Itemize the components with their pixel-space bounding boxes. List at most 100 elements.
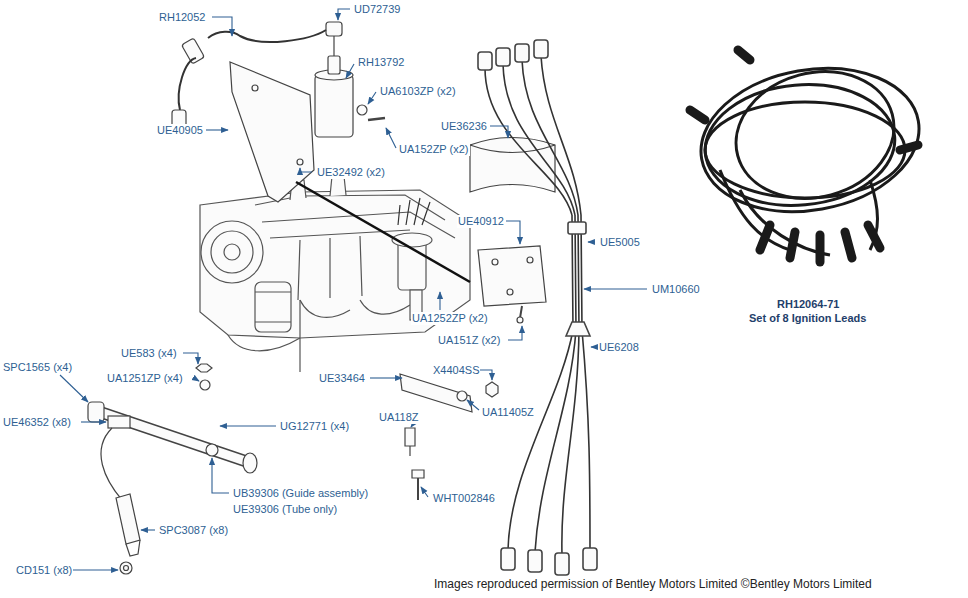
leader-lines — [73, 569, 118, 570]
ht-leads-sketch — [562, 330, 579, 555]
part-number: UE32492 (x2) — [316, 166, 386, 179]
plug-sketch — [100, 412, 248, 462]
distributor-sketch — [398, 198, 430, 225]
part-number: UE6208 — [598, 341, 640, 354]
engine-sketch — [299, 300, 300, 372]
bracket-sketch — [470, 138, 555, 193]
engine-sketch — [330, 176, 346, 196]
bracket-sketch — [507, 289, 513, 295]
leader-lines — [508, 326, 522, 340]
ht-leads-sketch — [496, 48, 510, 66]
leader-lines — [386, 128, 396, 148]
plug-sketch — [196, 364, 212, 372]
bracket-sketch — [400, 374, 472, 412]
leader-lines — [206, 129, 228, 130]
part-number: UD72739 — [353, 3, 401, 16]
coil-sketch — [328, 56, 340, 74]
bracket-sketch — [412, 470, 424, 478]
ht-leads-sketch — [555, 553, 569, 575]
part-number: WHT002846 — [432, 492, 496, 505]
leader-lines — [467, 400, 479, 410]
part-number: UE33464 — [318, 372, 366, 385]
engine-sketch — [224, 244, 240, 260]
plug-sketch — [88, 402, 104, 422]
leader-lines — [346, 64, 354, 78]
part-number: UE40912 — [457, 215, 505, 228]
part-number: SPC3087 (x8) — [158, 524, 229, 537]
lead-set-sketch — [690, 52, 931, 228]
plug-sketch — [126, 540, 140, 556]
leader-lines — [141, 529, 155, 530]
ht-leads-sketch — [583, 548, 597, 570]
engine-sketch — [298, 236, 362, 300]
plug-sketch — [200, 380, 210, 390]
plug-sketch — [243, 453, 257, 473]
lead-set-sketch — [845, 232, 852, 258]
part-number: UM10660 — [651, 283, 701, 296]
plug-sketch — [108, 416, 130, 428]
part-number: UA151Z (x2) — [437, 334, 501, 347]
leader-lines — [212, 458, 229, 493]
ht-leads-sketch — [566, 322, 590, 336]
distributor-sketch — [392, 198, 432, 320]
leader-lines — [300, 168, 312, 172]
coil-sketch — [208, 30, 326, 42]
part-number: UA11405Z — [481, 406, 535, 419]
part-number: UG12771 (x4) — [279, 420, 350, 433]
ht-leads-sketch — [503, 64, 575, 215]
part-number: RH12064-71 — [776, 298, 840, 311]
ht-leads-sketch — [478, 52, 492, 70]
ht-leads-sketch — [485, 68, 572, 215]
engine-sketch — [228, 335, 300, 351]
leader-lines — [81, 421, 106, 422]
engine-sketch — [200, 176, 470, 372]
lead-set-sketch — [720, 170, 790, 250]
leader-lines — [183, 353, 198, 364]
ht-leads-sketch — [522, 60, 578, 215]
leader-lines — [212, 17, 232, 36]
lead-set-sketch — [760, 225, 770, 250]
bracket-sketch — [470, 145, 555, 153]
part-number: Set of 8 Ignition Leads — [748, 312, 867, 325]
coil-sketch — [179, 58, 196, 110]
leader-lines — [220, 425, 276, 426]
part-number: UE36236 — [440, 120, 488, 133]
bracket-sketch — [405, 428, 415, 446]
part-number: UA152ZP (x2) — [398, 143, 470, 156]
part-number: X4404SS — [432, 364, 480, 377]
bracket-sketch — [520, 306, 522, 318]
bracket-sketch — [409, 446, 410, 456]
bracket-sketch — [492, 259, 498, 265]
part-number: UA1251ZP (x4) — [106, 372, 184, 385]
plug-sketch — [101, 428, 122, 500]
leader-lines — [194, 378, 199, 381]
leader-lines — [338, 9, 350, 20]
leader-lines — [368, 92, 376, 104]
lead-set-sketch — [690, 50, 918, 262]
image-credit: Images reproduced permission of Bentley … — [434, 577, 872, 591]
part-number: UE5005 — [599, 236, 641, 249]
plug-sketch — [116, 494, 140, 544]
coil-sketch — [315, 75, 353, 137]
plug-sketch — [124, 566, 129, 571]
part-number: RH12052 — [158, 11, 206, 24]
lead-set-sketch — [868, 225, 880, 248]
leader-lines — [60, 375, 88, 402]
ht-leads-sketch — [478, 40, 597, 575]
leader-lines — [480, 370, 492, 380]
part-number: UE40905 — [156, 124, 204, 137]
engine-sketch — [255, 282, 291, 332]
plug-sketch — [100, 412, 248, 462]
part-number: UA6103ZP (x2) — [379, 85, 457, 98]
leader-lines — [60, 9, 647, 570]
part-number: CD151 (x8) — [15, 564, 73, 577]
coil-sketch — [326, 22, 342, 36]
leader-lines — [506, 221, 520, 244]
ht-leads-sketch — [478, 40, 597, 575]
coil-sketch — [368, 118, 385, 120]
part-number: UE39306 (Tube only) — [232, 503, 338, 516]
lead-set-sketch — [900, 145, 918, 150]
bracket-sketch — [400, 138, 555, 501]
plug-sketch — [88, 364, 257, 574]
